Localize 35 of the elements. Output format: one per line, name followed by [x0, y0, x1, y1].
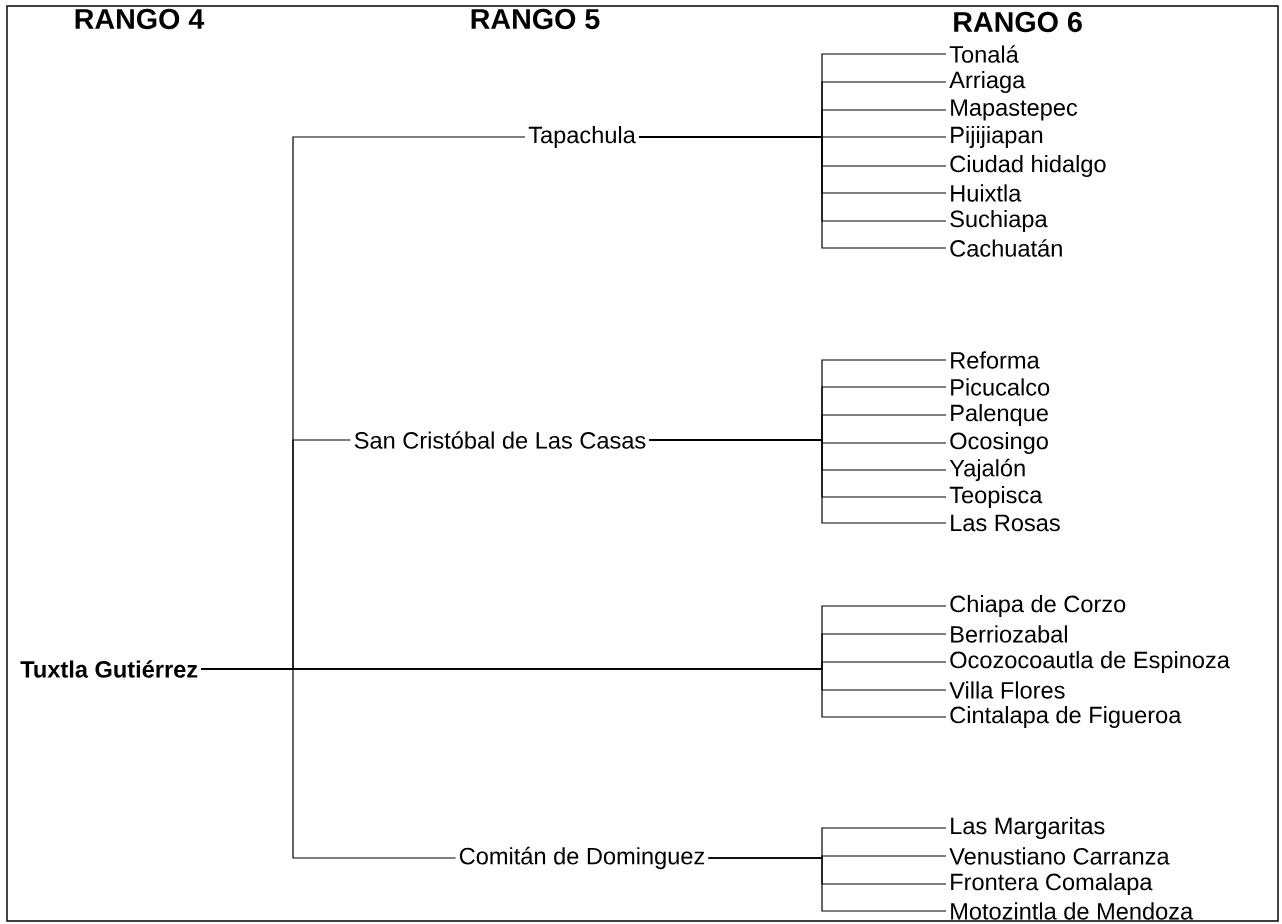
place-label: Huixtla [951, 184, 1022, 202]
place-label: Arriaga [949, 71, 1026, 93]
place-label: Suchiapa [950, 210, 1048, 232]
place-label: Las Rosas [951, 514, 1060, 532]
place-label: Berriozabal [951, 625, 1067, 643]
place-label: Comitán de Dominguez [459, 846, 705, 870]
place-label: Cachuatán [950, 239, 1062, 257]
place-label: Tonalá [949, 45, 1019, 63]
column-header: RANGO 6 [954, 11, 1082, 33]
place-label: Motozintla de Mendoza [951, 902, 1194, 920]
place-label: Tapachula [528, 126, 636, 148]
place-label: Cintalapa de Figueroa [950, 706, 1182, 728]
place-label: Ocozocoautla de Espinoza [950, 651, 1230, 673]
place-label: Mapastepec [951, 99, 1078, 121]
tree-line [707, 857, 947, 912]
tree-line [200, 668, 947, 718]
place-label: Ciudad hidalgo [950, 155, 1106, 177]
place-label: Venustiano Carranza [949, 847, 1170, 865]
place-label: Teopisca [949, 486, 1043, 508]
place-label: Ocosingo [950, 432, 1048, 454]
place-label: Chiapa de Corzo [950, 595, 1126, 617]
place-label: Villa Flores [949, 681, 1065, 699]
column-header: RANGO 5 [471, 8, 600, 30]
place-label: Las Margaritas [951, 817, 1105, 839]
tree-line [638, 136, 947, 249]
place-label: Frontera Comalapa [951, 873, 1153, 895]
place-label: San Cristóbal de Las Casas [354, 431, 646, 449]
place-label: Tuxtla Gutiérrez [20, 660, 198, 678]
place-label: Palenque [951, 404, 1048, 426]
column-header: RANGO 4 [75, 8, 205, 30]
place-label: Yajalón [949, 458, 1025, 482]
place-label: Reforma [951, 351, 1040, 369]
place-label: Picucalco [951, 378, 1050, 396]
place-label: Pijijiapan [951, 126, 1043, 148]
tree-line [648, 439, 947, 524]
